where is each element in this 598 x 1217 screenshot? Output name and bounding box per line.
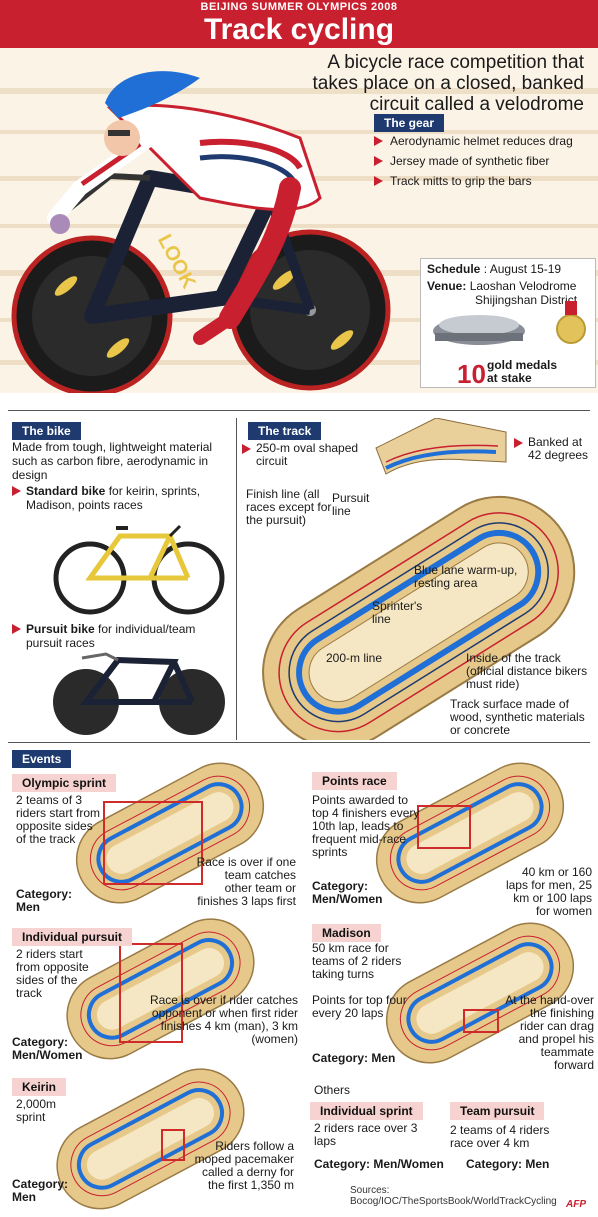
medals-text: gold medals at stake (487, 358, 558, 385)
triangle-bullet-icon (12, 624, 21, 634)
team-pursuit-category: Category: Men (466, 1157, 550, 1171)
velodrome-building-icon (433, 301, 586, 345)
triangle-bullet-icon (374, 156, 383, 166)
bike-heading: The bike (12, 422, 81, 440)
event-track-diagrams (56, 762, 575, 1210)
individual-sprint-title: Individual sprint (310, 1102, 423, 1120)
individual-sprint-desc: 2 riders race over 3 laps (314, 1121, 418, 1148)
madison-note: At the hand-over the finishing rider can… (505, 993, 594, 1072)
track-banked-label: Banked at 42 degrees (514, 436, 598, 462)
sprinters-line-label: Sprinter's line (372, 599, 423, 626)
gear-list: Aerodynamic helmet reduces drag Jersey m… (374, 134, 594, 194)
two-hundred-line-label: 200-m line (326, 651, 383, 665)
schedule-box: Schedule : August 15-19 Venue: Laoshan V… (420, 258, 596, 389)
track-diagram (262, 418, 576, 740)
track-surface-label: Track surface made of wood, synthetic ma… (450, 697, 585, 737)
hero-subtitle: A bicycle race competition that takes pl… (312, 52, 584, 115)
pursuit-line-label: Pursuit line (332, 491, 370, 518)
individual-pursuit-desc: 2 riders start from opposite sides of th… (16, 947, 89, 1000)
sources-credit: Sources: Bocog/IOC/TheSportsBook/WorldTr… (350, 1185, 557, 1207)
points-race-note: 40 km or 160 laps for men, 25 km or 100 … (505, 865, 592, 918)
medals-count: 10 (457, 359, 486, 389)
blue-lane-label: Blue lane warm-up, resting area (414, 563, 518, 590)
track-heading: The track (248, 422, 322, 440)
olympic-sprint-note: Race is over if one team catches other t… (196, 855, 296, 908)
individual-pursuit-title: Individual pursuit (12, 928, 133, 946)
divider-line (8, 410, 590, 411)
madison-desc-2: Points for top four every 20 laps (312, 993, 407, 1020)
cyclist-illustration: LOOK (0, 71, 598, 393)
triangle-bullet-icon (514, 438, 523, 448)
schedule-dates-row: Schedule : August 15-19 (427, 262, 562, 276)
events-heading: Events (12, 750, 72, 768)
header-banner: BEIJING SUMMER OLYMPICS 2008 Track cycli… (0, 0, 598, 48)
keirin-title: Keirin (12, 1078, 67, 1096)
pursuit-bike-icon (53, 652, 225, 735)
page-title: Track cycling (203, 13, 395, 46)
points-race-desc: Points awarded to top 4 finishers every … (312, 793, 420, 859)
header-kicker: BEIJING SUMMER OLYMPICS 2008 (200, 1, 398, 13)
points-race-category: Category: Men/Women (312, 879, 383, 906)
bike-description: Made from tough, lightweight material su… (12, 440, 213, 482)
gear-item-mitts: Track mitts to grip the bars (374, 174, 594, 188)
bike-section: The bike Made from tough, lightweight ma… (0, 418, 236, 740)
triangle-bullet-icon (374, 176, 383, 186)
keirin-category: Category: Men (12, 1177, 69, 1204)
pursuit-bike-text: Pursuit bike for individual/team pursuit… (12, 622, 226, 650)
standard-bike-icon (53, 524, 225, 615)
track-oval-label: 250-m oval shaped circuit (242, 442, 362, 468)
triangle-bullet-icon (374, 136, 383, 146)
hero-panel: LOOK A bicycle race competition that tak… (0, 48, 598, 393)
agency-logo: AFP (566, 1199, 586, 1210)
madison-desc: 50 km race for teams of 2 riders taking … (312, 941, 402, 981)
gear-item-jersey: Jersey made of synthetic fiber (374, 154, 594, 168)
finish-line-label: Finish line (all races except for the pu… (246, 487, 332, 527)
schedule-venue-row: Venue: Laoshan Velodrome Shijingshan Dis… (427, 279, 578, 307)
keirin-desc: 2,000m sprint (16, 1097, 57, 1124)
olympic-sprint-title: Olympic sprint (12, 774, 117, 792)
individual-sprint-category: Category: Men/Women (314, 1157, 444, 1171)
madison-category: Category: Men (312, 1051, 396, 1065)
track-section: The track 250-m oval shaped circuit Bank… (236, 418, 598, 740)
team-pursuit-title: Team pursuit (450, 1102, 545, 1120)
olympic-sprint-category: Category: Men (16, 887, 73, 914)
individual-pursuit-category: Category: Men/Women (12, 1035, 83, 1062)
olympic-sprint-desc: 2 teams of 3 riders start from opposite … (16, 793, 101, 846)
divider-line (236, 418, 237, 740)
individual-pursuit-note: Race is over if rider catches opponent o… (149, 993, 298, 1046)
triangle-bullet-icon (12, 486, 21, 496)
standard-bike-text: Standard bike for keirin, sprints, Madis… (12, 484, 226, 512)
points-race-title: Points race (312, 772, 397, 790)
inside-track-label: Inside of the track (official distance b… (466, 651, 588, 691)
triangle-bullet-icon (242, 444, 251, 454)
gear-heading: The gear (374, 114, 445, 132)
madison-title: Madison (312, 924, 381, 942)
keirin-note: Riders follow a moped pacemaker called a… (194, 1139, 294, 1192)
events-section: Events Olympic sprint 2 teams of 3 rider… (0, 748, 598, 1217)
gear-item-helmet: Aerodynamic helmet reduces drag (374, 134, 594, 148)
team-pursuit-desc: 2 teams of 4 riders race over 4 km (450, 1123, 550, 1150)
divider-line (8, 742, 590, 743)
others-label: Others (314, 1083, 351, 1097)
